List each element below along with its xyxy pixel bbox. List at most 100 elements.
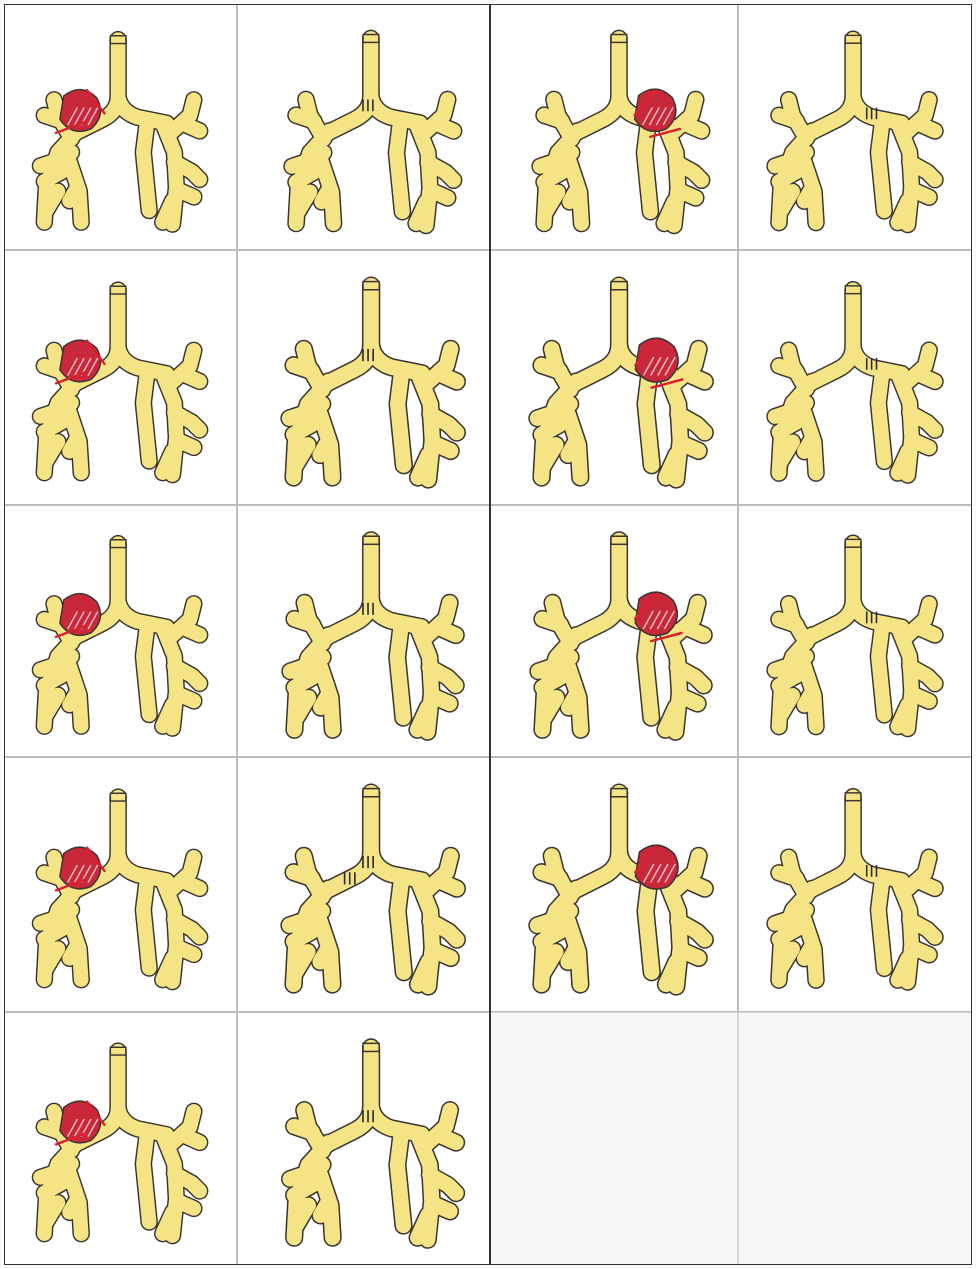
airway-branch bbox=[143, 372, 149, 461]
trachea-top bbox=[363, 35, 379, 43]
resected-segment bbox=[60, 340, 101, 382]
bronchial-tree bbox=[775, 539, 935, 728]
airway-branch bbox=[322, 286, 371, 386]
bronchial-tree-svg bbox=[739, 5, 973, 251]
bronchial-tree-svg bbox=[739, 506, 973, 758]
trachea-top bbox=[845, 286, 861, 294]
bronchial-tree-svg bbox=[5, 758, 238, 1013]
diagram-cell-anastomosis bbox=[237, 1012, 490, 1265]
airway-branch bbox=[143, 121, 149, 210]
airway-branch bbox=[432, 1203, 450, 1211]
airway-branch bbox=[779, 422, 797, 432]
airway-branch bbox=[436, 123, 454, 131]
airway-branch bbox=[70, 1199, 78, 1213]
airway-branch bbox=[570, 793, 619, 893]
airway-branch bbox=[804, 945, 812, 959]
airway-branch bbox=[143, 879, 149, 968]
diagram-cell-anastomosis bbox=[237, 757, 490, 1012]
diagram-cell-resection bbox=[4, 505, 237, 757]
airway-branch bbox=[46, 442, 58, 461]
airway-branch bbox=[544, 698, 556, 718]
airway-branch bbox=[438, 627, 456, 635]
airway-branch bbox=[70, 945, 78, 959]
airway-branch bbox=[542, 619, 560, 625]
airway-branch bbox=[680, 696, 698, 704]
airway-branch bbox=[781, 191, 793, 211]
bronchial-tree-svg bbox=[238, 5, 491, 251]
airway-branch bbox=[298, 192, 310, 212]
airway-branch bbox=[418, 1215, 428, 1237]
airway-branch bbox=[542, 872, 560, 878]
airway-branch bbox=[143, 625, 149, 714]
airway-branch bbox=[542, 677, 560, 687]
bronchial-tree bbox=[40, 36, 199, 224]
trachea-top bbox=[363, 536, 379, 544]
airway-branch bbox=[294, 677, 312, 687]
airway-branch bbox=[646, 878, 652, 972]
airway-branch bbox=[296, 115, 314, 121]
airway-branch bbox=[571, 540, 619, 639]
airway-branch bbox=[917, 881, 935, 889]
airway-branch bbox=[779, 676, 797, 686]
diagram-cell-resection bbox=[4, 1012, 237, 1265]
resected-segment bbox=[635, 338, 678, 382]
airway-branch bbox=[46, 695, 58, 714]
airway-branch bbox=[570, 286, 619, 386]
airway-branch bbox=[323, 1047, 372, 1146]
trachea-top bbox=[845, 539, 861, 547]
diagram-cell-resection bbox=[490, 505, 738, 757]
airway-branch bbox=[44, 873, 61, 879]
airway-branch bbox=[546, 192, 558, 212]
resected-segment bbox=[60, 847, 101, 889]
airway-branch bbox=[324, 38, 371, 134]
diagram-cell-resection bbox=[490, 250, 738, 505]
diagram-cell-resection bbox=[4, 250, 237, 505]
airway-branch bbox=[878, 121, 884, 211]
airway-branch bbox=[294, 872, 312, 878]
airway-branch bbox=[46, 191, 58, 210]
diagram-cell-anastomosis bbox=[237, 505, 490, 757]
bronchial-tree bbox=[40, 793, 199, 981]
airway-branch bbox=[781, 949, 793, 969]
airway-branch bbox=[568, 948, 576, 962]
airway-branch bbox=[163, 201, 173, 222]
airway-branch bbox=[544, 952, 556, 972]
bronchial-tree-svg bbox=[491, 758, 739, 1013]
airway-branch bbox=[176, 1201, 193, 1209]
trachea-top bbox=[611, 35, 627, 43]
resected-segment bbox=[635, 592, 677, 635]
airway-branch bbox=[686, 627, 704, 635]
bronchial-tree-svg bbox=[238, 251, 491, 506]
airway-branch bbox=[544, 445, 556, 465]
airway-branch bbox=[176, 440, 193, 448]
airway-branch bbox=[418, 455, 428, 477]
diagram-cell-anastomosis bbox=[237, 250, 490, 505]
airway-branch bbox=[678, 190, 696, 198]
airway-branch bbox=[806, 543, 853, 639]
airway-branch bbox=[163, 705, 173, 726]
airway-branch bbox=[645, 625, 651, 718]
airway-branch bbox=[70, 438, 78, 452]
airway-branch bbox=[44, 172, 61, 182]
airway-branch bbox=[438, 880, 456, 888]
bronchial-tree-svg bbox=[491, 506, 739, 758]
airway-branch bbox=[320, 1201, 328, 1215]
diagram-cell-anastomosis bbox=[738, 250, 972, 505]
airway-branch bbox=[912, 693, 930, 701]
bronchial-tree bbox=[775, 286, 935, 475]
bronchial-tree bbox=[775, 793, 935, 982]
trachea-top bbox=[110, 36, 126, 44]
airway-branch bbox=[917, 123, 935, 131]
trachea-top bbox=[110, 286, 126, 294]
bronchial-tree-svg bbox=[5, 251, 238, 506]
airway-branch bbox=[44, 115, 61, 121]
airway-branch bbox=[396, 121, 402, 212]
airway-branch bbox=[878, 372, 884, 462]
airway-branch bbox=[44, 422, 61, 432]
trachea-top bbox=[363, 1043, 379, 1051]
bronchial-tree-svg bbox=[739, 758, 973, 1013]
airway-branch bbox=[544, 172, 562, 182]
trachea-top bbox=[845, 35, 861, 43]
airway-branch bbox=[806, 290, 853, 386]
airway-branch bbox=[320, 948, 328, 962]
